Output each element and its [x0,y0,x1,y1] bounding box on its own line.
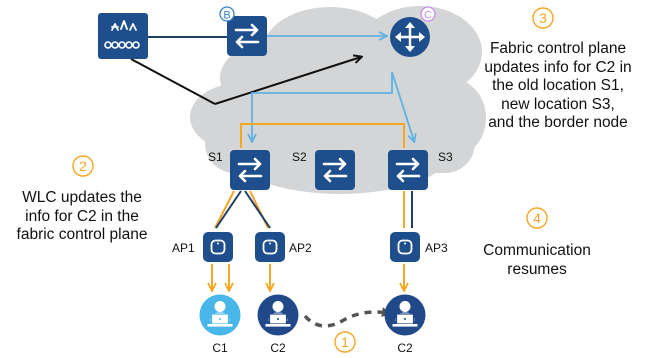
step-4-circle [526,207,548,229]
s3-switch-icon [388,150,428,190]
step-2-line-3: fabric control plane [16,226,148,243]
wlc-control-plane-arrow [130,58,216,105]
step-3-circle [532,7,554,29]
step-3-line-3: the old location S1, [492,77,624,94]
ap3-icon [390,232,420,262]
s1-to-ap1-orange [214,190,235,229]
c2-old-client-icon [257,294,299,336]
step-3-line-5: and the border node [488,114,628,131]
fabric-tunnel-s1-s3 [240,123,405,148]
step-2-circle [72,155,94,177]
border-badge-circle [219,6,235,22]
step-3-note: Fabric control plane updates info for C2… [472,40,644,133]
step-2-line-1: WLC updates the [22,189,142,206]
s2-switch-icon [315,150,355,190]
c1-client-icon [199,294,241,336]
c2-new-client-icon [384,294,426,336]
wlc-control-plane-arrow-up [214,57,361,105]
step-3-number: 3 [539,10,547,26]
control-plane-router-icon [390,17,430,57]
step-2-note: WLC updates the info for C2 in the fabri… [2,189,162,245]
step-3-line-4: new location S3, [501,95,615,113]
ap3-label: AP3 [425,241,448,255]
step-4-line-2: resumes [507,260,567,278]
s1-switch-icon [230,150,270,190]
step-4-number: 4 [533,210,541,226]
s1-to-ap1-link [215,190,242,229]
roaming-path-arrow [303,307,391,328]
control-badge: C [424,10,432,22]
ap2-label: AP2 [289,241,312,255]
update-to-s1-line [252,72,393,141]
step-1-circle [334,331,356,353]
s2-label: S2 [292,150,307,164]
border-badge: B [223,10,230,22]
ap1-label: AP1 [172,241,195,255]
step-1-number: 1 [341,334,349,350]
step-3-line-2: updates info for C2 in [484,58,632,76]
step-2-line-2: info for C2 in the [25,207,139,225]
step-3-line-1: Fabric control plane [489,40,627,57]
update-to-s3-line [391,71,414,141]
wlc-icon [98,13,148,59]
step-4-note: Communication resumes [477,242,597,279]
c2-old-label: C2 [270,341,286,355]
s3-label: S3 [438,150,453,164]
ap2-icon [255,232,285,262]
c2-new-label: C2 [397,341,413,355]
s1-to-ap2-link [244,190,271,229]
step-4-line-1: Communication [483,242,591,259]
border-node-switch-icon [227,16,267,56]
c1-label: C1 [212,341,228,355]
control-badge-circle [420,6,436,22]
s1-label: S1 [208,150,223,164]
step-2-number: 2 [79,158,87,174]
ap1-icon [203,232,233,262]
